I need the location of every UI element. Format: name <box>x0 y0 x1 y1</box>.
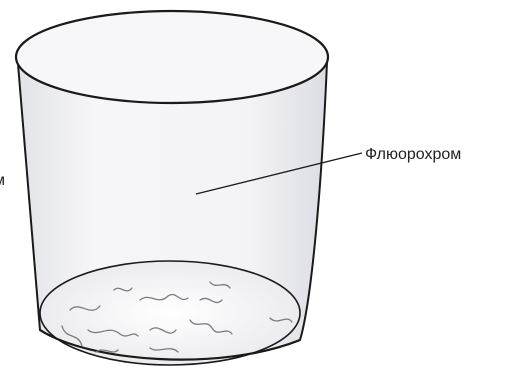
fluorochrome-label: Флюорохром <box>365 147 461 163</box>
cropped-left-label: м <box>0 173 5 189</box>
cylinder <box>16 11 328 365</box>
cylinder-rim <box>16 11 328 103</box>
